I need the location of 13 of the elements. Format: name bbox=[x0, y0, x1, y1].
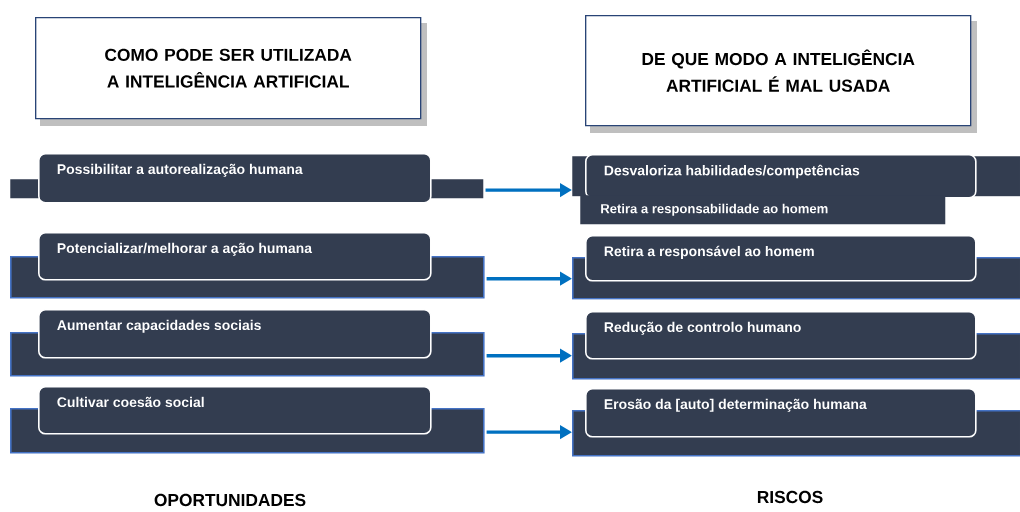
section-label: OPORTUNIDADES bbox=[154, 493, 306, 507]
text-box: Erosão da [auto] determinação humana bbox=[585, 388, 977, 438]
text-box: Desvaloriza habilidades/competências bbox=[585, 154, 977, 199]
text-box: Potencializar/melhorar a ação humana bbox=[38, 232, 432, 281]
title-box: COMO PODE SER UTILIZADA A INTELIGÊNCIA ARTIFICIAL bbox=[35, 17, 427, 126]
text-box: Aumentar capacidades sociais bbox=[38, 309, 432, 359]
title-box: DE QUE MODO A INTELIGÊNCIA ARTIFICIAL É MAL USADA bbox=[585, 15, 977, 133]
text-box: Redução de controlo humano bbox=[585, 311, 977, 360]
text-band: Retira a responsabilidade ao homem bbox=[580, 195, 946, 225]
node-label: Retira a responsabilidade ao homem bbox=[601, 203, 828, 216]
text-box: Cultivar coesão social bbox=[38, 386, 432, 435]
section-label: RISCOS bbox=[757, 490, 823, 504]
text-box: Retira a responsável ao homem bbox=[585, 235, 977, 282]
